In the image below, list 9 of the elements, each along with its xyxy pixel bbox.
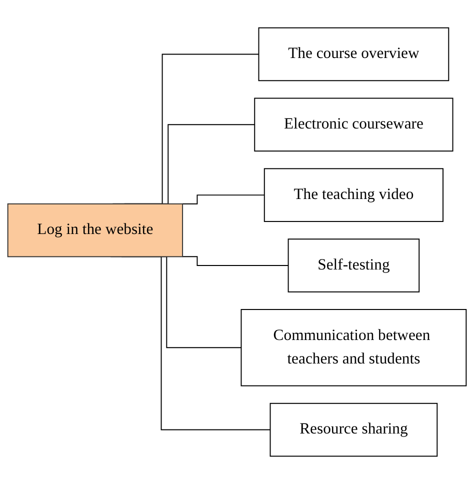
node-box: The course overview: [258, 28, 450, 82]
node-box: Resource sharing: [270, 403, 438, 458]
node-box: Self-testing: [288, 239, 420, 293]
connector: [182, 256, 289, 266]
node-box: Communication between teachers and students: [240, 310, 467, 387]
node-box: Log in the website: [7, 204, 184, 258]
connector: [182, 195, 265, 205]
node-box: Electronic courseware: [254, 98, 454, 152]
node-box: The teaching video: [264, 168, 444, 222]
